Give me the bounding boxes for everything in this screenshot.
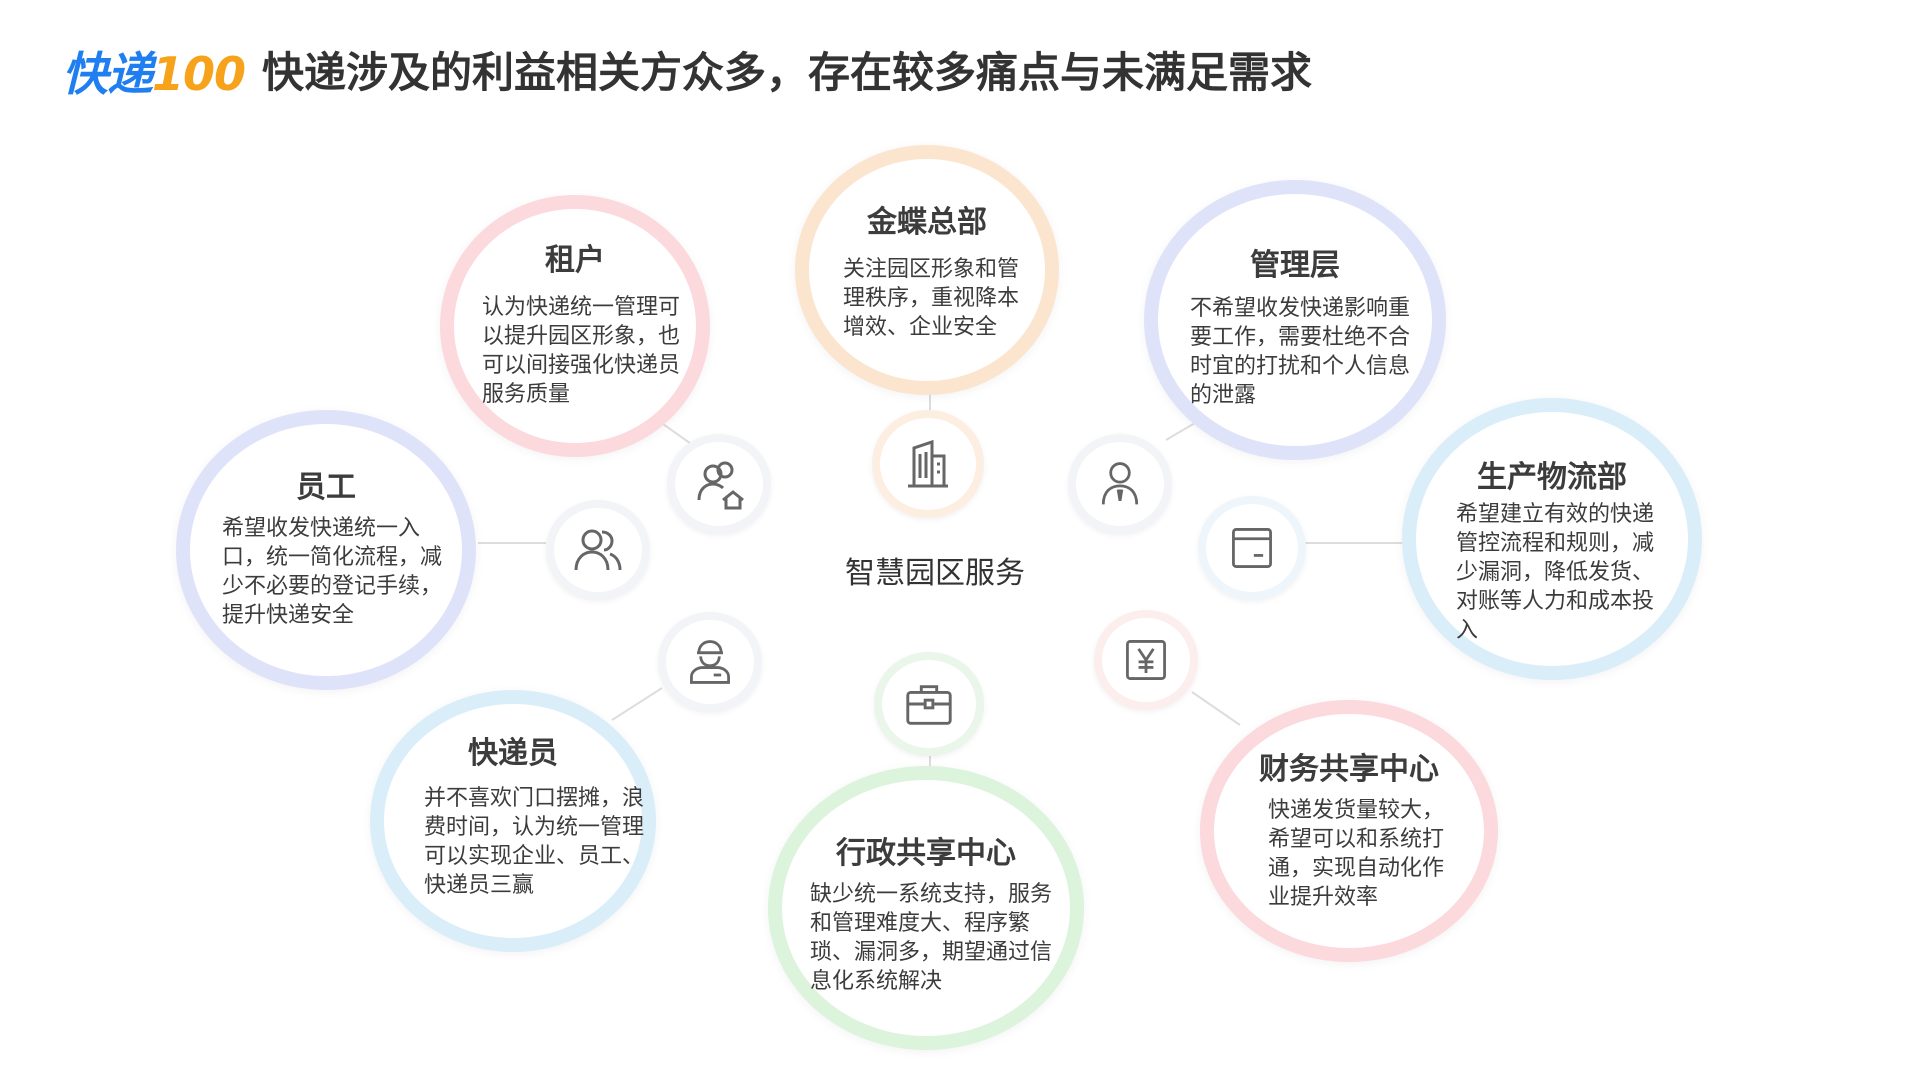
bubble-description: 快递发货量较大，希望可以和系统打通，实现自动化作业提升效率 <box>1268 798 1445 910</box>
briefcase-icon <box>906 685 952 725</box>
logo-text: 快递 <box>62 47 153 101</box>
bubble-title: 金蝶总部 <box>867 205 987 240</box>
bubble-title: 行政共享中心 <box>836 836 1016 871</box>
bubble-title: 租户 <box>545 243 605 278</box>
bubble-description: 希望收发快递统一入口，统一简化流程，减少不必要的登记手续，提升快递安全 <box>222 516 443 628</box>
bubble-description: 并不喜欢门口摆摊，浪费时间，认为统一管理可以实现企业、员工、快递员三赢 <box>424 786 645 898</box>
bubble-title: 生产物流部 <box>1477 460 1627 495</box>
bubble-description: 希望建立有效的快递管控流程和规则，减少漏洞，降低发货、对账等人力和成本投入 <box>1456 502 1655 643</box>
briefcase-icon-circle <box>874 652 984 756</box>
stakeholder-bubble-management: 管理层 不希望收发快递影响重要工作，需要杜绝不合时宜的打扰和个人信息的泄露 <box>1144 180 1446 460</box>
yuan-icon <box>1126 640 1166 680</box>
connector-line <box>611 687 663 721</box>
stakeholder-bubble-jindie-hq: 金蝶总部 关注园区形象和管理秩序，重视降本增效、企业安全 <box>795 145 1059 395</box>
stakeholder-bubble-tenant: 租户 认为快递统一管理可以提升园区形象，也可以间接强化快递员服务质量 <box>440 195 710 457</box>
connector-line <box>1191 691 1241 726</box>
stakeholder-bubble-admin-shared-center: 行政共享中心 缺少统一系统支持，服务和管理难度大、程序繁琐、漏洞多，期望通过信息… <box>768 766 1084 1050</box>
center-label: 智慧园区服务 <box>845 556 1025 591</box>
tenant-home-icon <box>697 461 744 510</box>
stakeholder-bubble-employee: 员工 希望收发快递统一入口，统一简化流程，减少不必要的登记手续，提升快递安全 <box>176 410 476 690</box>
kuaidi100-logo: 快递100 <box>62 47 246 101</box>
bubble-description: 不希望收发快递影响重要工作，需要杜绝不合时宜的打扰和个人信息的泄露 <box>1190 296 1411 408</box>
page-title: 快递涉及的利益相关方众多，存在较多痛点与未满足需求 <box>262 48 1313 97</box>
bubble-title: 财务共享中心 <box>1259 752 1439 787</box>
building-icon-circle <box>872 410 984 518</box>
stakeholder-bubble-production-logistics: 生产物流部 希望建立有效的快递管控流程和规则，减少漏洞，降低发货、对账等人力和成… <box>1402 398 1702 680</box>
bubble-description: 认为快递统一管理可以提升园区形象，也可以间接强化快递员服务质量 <box>482 295 681 407</box>
bubble-title: 快递员 <box>468 736 558 771</box>
stakeholder-bubble-finance-shared-center: 财务共享中心 快递发货量较大，希望可以和系统打通，实现自动化作业提升效率 <box>1200 700 1498 962</box>
box-icon <box>1232 528 1272 568</box>
bubble-title: 管理层 <box>1250 248 1340 283</box>
bubble-title: 员工 <box>296 470 356 505</box>
logo-number: 100 <box>152 47 246 101</box>
bubble-description: 关注园区形象和管理秩序，重视降本增效、企业安全 <box>843 257 1020 340</box>
yuan-icon-circle <box>1094 610 1198 710</box>
courier-icon <box>690 640 730 684</box>
bubble-description: 缺少统一系统支持，服务和管理难度大、程序繁琐、漏洞多，期望通过信息化系统解决 <box>810 882 1053 994</box>
stakeholder-bubble-courier: 快递员 并不喜欢门口摆摊，浪费时间，认为统一管理可以实现企业、员工、快递员三赢 <box>370 690 656 952</box>
box-icon-circle <box>1198 496 1306 600</box>
courier-icon-circle <box>658 612 762 712</box>
users-icon <box>574 529 622 571</box>
manager-icon-circle <box>1068 434 1172 534</box>
building-icon <box>908 439 948 488</box>
users-icon-circle <box>546 500 650 600</box>
tenant-home-icon-circle <box>667 434 771 534</box>
manager-icon <box>1101 462 1139 505</box>
